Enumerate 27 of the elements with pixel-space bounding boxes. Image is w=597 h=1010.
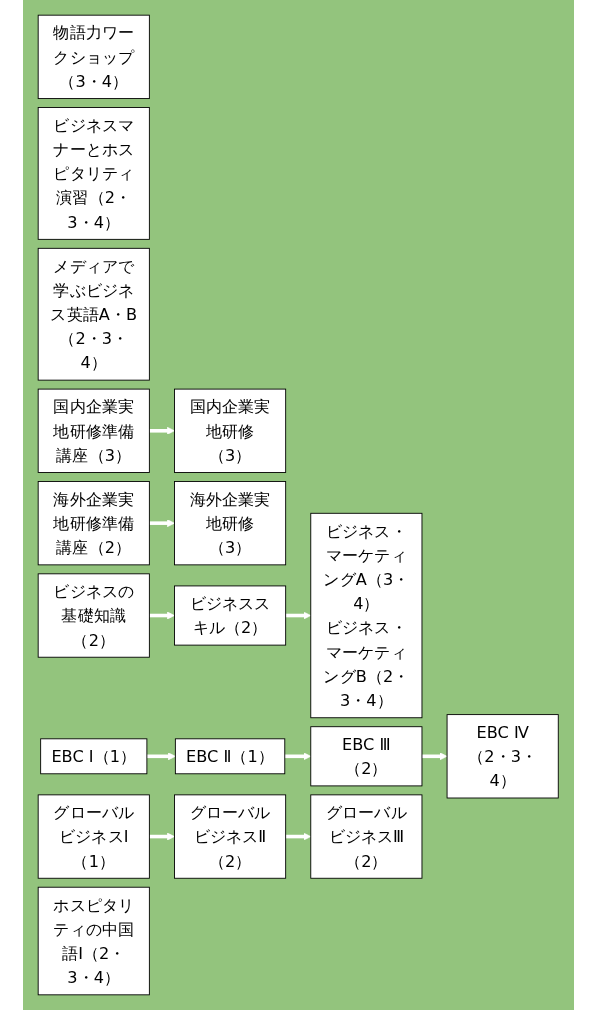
arrow bbox=[422, 752, 448, 761]
node-box: ビジネス・マーケティングA（3・4） ビジネス・マーケティングB（2・3・4） bbox=[310, 512, 423, 719]
node-box: メディアで学ぶビジネス英語A・B（2・3・4） bbox=[38, 247, 151, 381]
node-box: 国内企業実地研修（3） bbox=[174, 388, 287, 473]
node-box: ホスピタリティの中国語Ⅰ（2・3・4） bbox=[38, 886, 151, 996]
node-box: 国内企業実地研修準備講座（3） bbox=[38, 388, 151, 473]
node-box: ビジネスの基礎知識（2） bbox=[38, 573, 151, 658]
arrow bbox=[285, 611, 312, 620]
node-box: グローバルビジネスⅠ（1） bbox=[38, 794, 151, 879]
arrow bbox=[149, 611, 176, 620]
node-box: グローバルビジネスⅢ（2） bbox=[310, 794, 423, 879]
node-box: EBC Ⅱ（1） bbox=[175, 738, 286, 775]
arrow bbox=[149, 832, 176, 841]
node-box: 物語力ワークショップ（3・4） bbox=[38, 14, 151, 99]
node-box: 海外企業実地研修準備講座（2） bbox=[38, 481, 151, 566]
node-box: ビジネスマナーとホスピタリティ演習（2・3・4） bbox=[38, 107, 151, 240]
node-box: EBC Ⅰ（1） bbox=[40, 738, 148, 775]
arrow bbox=[149, 426, 176, 435]
arrow bbox=[149, 519, 176, 528]
node-box: ビジネススキル（2） bbox=[174, 585, 287, 646]
node-box: グローバルビジネスⅡ（2） bbox=[174, 794, 287, 879]
arrow bbox=[147, 752, 176, 761]
arrow bbox=[285, 752, 312, 761]
node-box: EBC Ⅳ（2・3・4） bbox=[446, 714, 559, 799]
node-box: 海外企業実地研修（3） bbox=[174, 481, 287, 566]
node-box: EBC Ⅲ（2） bbox=[310, 726, 423, 787]
arrow bbox=[285, 832, 312, 841]
